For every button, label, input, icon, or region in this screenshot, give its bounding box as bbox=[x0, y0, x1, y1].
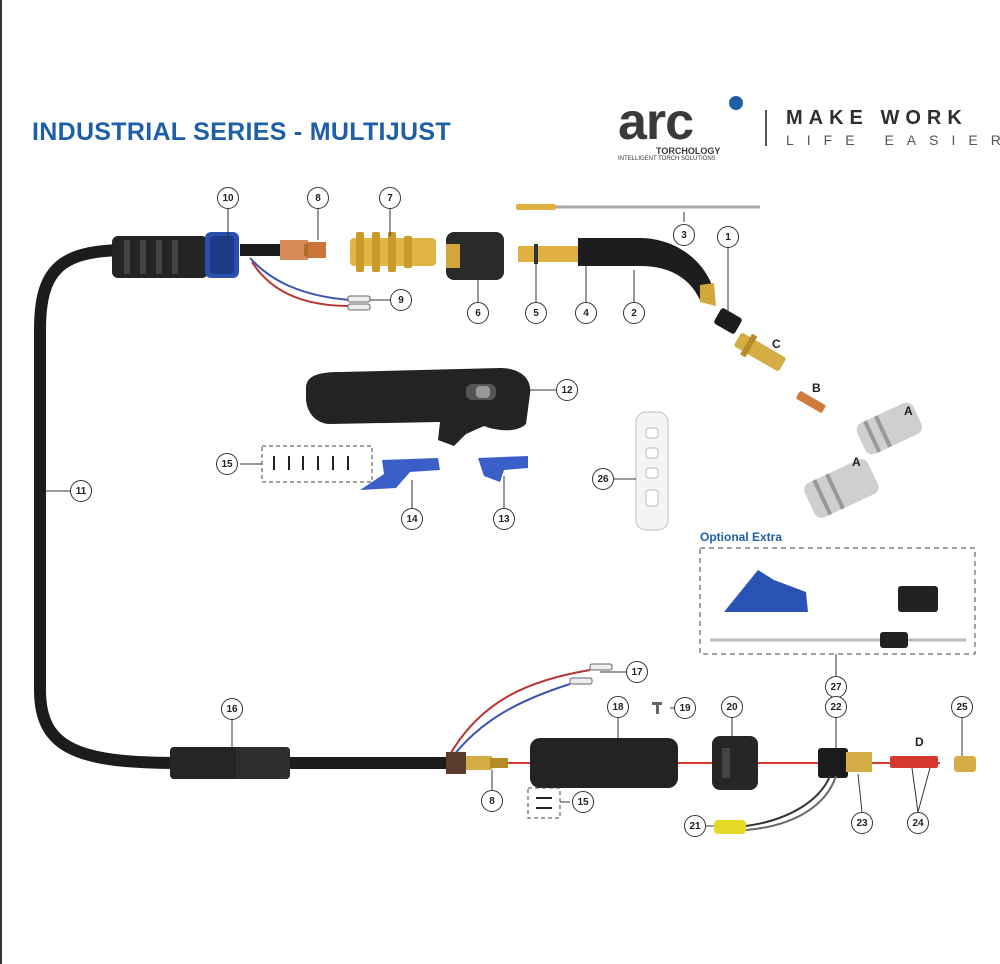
callout-7: 7 bbox=[379, 187, 401, 209]
optional-clip bbox=[724, 570, 808, 612]
optional-extra-label: Optional Extra bbox=[700, 530, 783, 544]
callout-23: 23 bbox=[851, 812, 873, 834]
trigger-13 bbox=[478, 456, 528, 482]
callout-20: 20 bbox=[721, 696, 743, 718]
nut-6 bbox=[446, 232, 504, 280]
callout-18: 18 bbox=[607, 696, 629, 718]
wire-9-red bbox=[251, 261, 351, 307]
arc-logo: arc TORCHOLOGY INTELLIGENT TORCH SOLUTIO… bbox=[618, 96, 753, 166]
label-A-lower: A bbox=[852, 455, 861, 469]
nipple-25 bbox=[954, 756, 976, 772]
wire-17-blue bbox=[449, 683, 571, 761]
logo-subtitle: INTELLIGENT TORCH SOLUTIONS bbox=[618, 156, 716, 162]
callout-27: 27 bbox=[825, 676, 847, 698]
screws-15-bottom-box bbox=[527, 787, 561, 819]
optional-cover bbox=[898, 586, 938, 612]
callout-8-top: 8 bbox=[307, 187, 329, 209]
callout-5: 5 bbox=[525, 302, 547, 324]
terminal-21 bbox=[714, 820, 746, 834]
logo-brand: TORCHOLOGY bbox=[656, 146, 721, 156]
callout-16: 16 bbox=[221, 698, 243, 720]
trigger-14 bbox=[360, 458, 440, 490]
page-border bbox=[0, 0, 2, 964]
label-B: B bbox=[812, 381, 821, 395]
callout-9: 9 bbox=[390, 289, 412, 311]
lead-end bbox=[446, 752, 466, 774]
callout-8-bottom: 8 bbox=[481, 790, 503, 812]
connector-22 bbox=[818, 748, 872, 778]
label-C: C bbox=[772, 337, 781, 351]
nut-20 bbox=[712, 736, 758, 790]
cover-18 bbox=[530, 738, 678, 788]
hanger-26 bbox=[635, 411, 669, 531]
logo-divider bbox=[765, 110, 767, 146]
contact-tip-B bbox=[796, 391, 826, 413]
adaptor-8-bottom bbox=[466, 756, 508, 770]
screws-15-top bbox=[273, 456, 349, 470]
nozzle-A-lower bbox=[804, 459, 879, 518]
cable-top-stub bbox=[240, 244, 280, 256]
label-D: D bbox=[915, 735, 924, 749]
insulator-1 bbox=[714, 308, 742, 334]
leader-lines bbox=[46, 209, 963, 827]
callout-13: 13 bbox=[493, 508, 515, 530]
globe-icon bbox=[729, 96, 743, 110]
tagline-line1: MAKE WORK bbox=[786, 107, 968, 129]
optional-extra-box bbox=[699, 547, 976, 655]
callout-4: 4 bbox=[575, 302, 597, 324]
tagline-line2: LIFE EASIER bbox=[786, 132, 1000, 148]
callout-1: 1 bbox=[717, 226, 739, 248]
wire-21 bbox=[745, 775, 831, 827]
cable-11 bbox=[34, 244, 186, 769]
swan-neck bbox=[518, 238, 716, 306]
callout-12: 12 bbox=[556, 379, 578, 401]
spring-body-7 bbox=[350, 232, 436, 272]
part-19-stem bbox=[656, 702, 659, 714]
callout-15-bottom: 15 bbox=[572, 791, 594, 813]
page-title: INDUSTRIAL SERIES - MULTIJUST bbox=[32, 118, 451, 146]
callout-24: 24 bbox=[907, 812, 929, 834]
wire-17-red bbox=[447, 669, 591, 759]
callout-2: 2 bbox=[623, 302, 645, 324]
callout-26: 26 bbox=[592, 468, 614, 490]
handle-12 bbox=[306, 368, 531, 446]
liner-tube-D bbox=[890, 756, 938, 768]
logo-word: arc bbox=[618, 93, 694, 151]
callout-3: 3 bbox=[673, 224, 695, 246]
callout-25: 25 bbox=[951, 696, 973, 718]
adaptor-8-top bbox=[280, 240, 326, 260]
callout-15-top: 15 bbox=[216, 453, 238, 475]
callout-22: 22 bbox=[825, 696, 847, 718]
wire-9-blue bbox=[249, 257, 351, 301]
callout-10: 10 bbox=[217, 187, 239, 209]
liner-3 bbox=[516, 204, 760, 210]
strain-relief-10 bbox=[112, 232, 239, 278]
callout-6: 6 bbox=[467, 302, 489, 324]
label-A-upper: A bbox=[904, 404, 913, 418]
nozzle-A-upper bbox=[856, 402, 922, 455]
callout-11: 11 bbox=[70, 480, 92, 502]
callout-21: 21 bbox=[684, 815, 706, 837]
callout-19: 19 bbox=[674, 697, 696, 719]
callout-14: 14 bbox=[401, 508, 423, 530]
callout-17: 17 bbox=[626, 661, 648, 683]
tip-holder-C bbox=[734, 333, 786, 371]
